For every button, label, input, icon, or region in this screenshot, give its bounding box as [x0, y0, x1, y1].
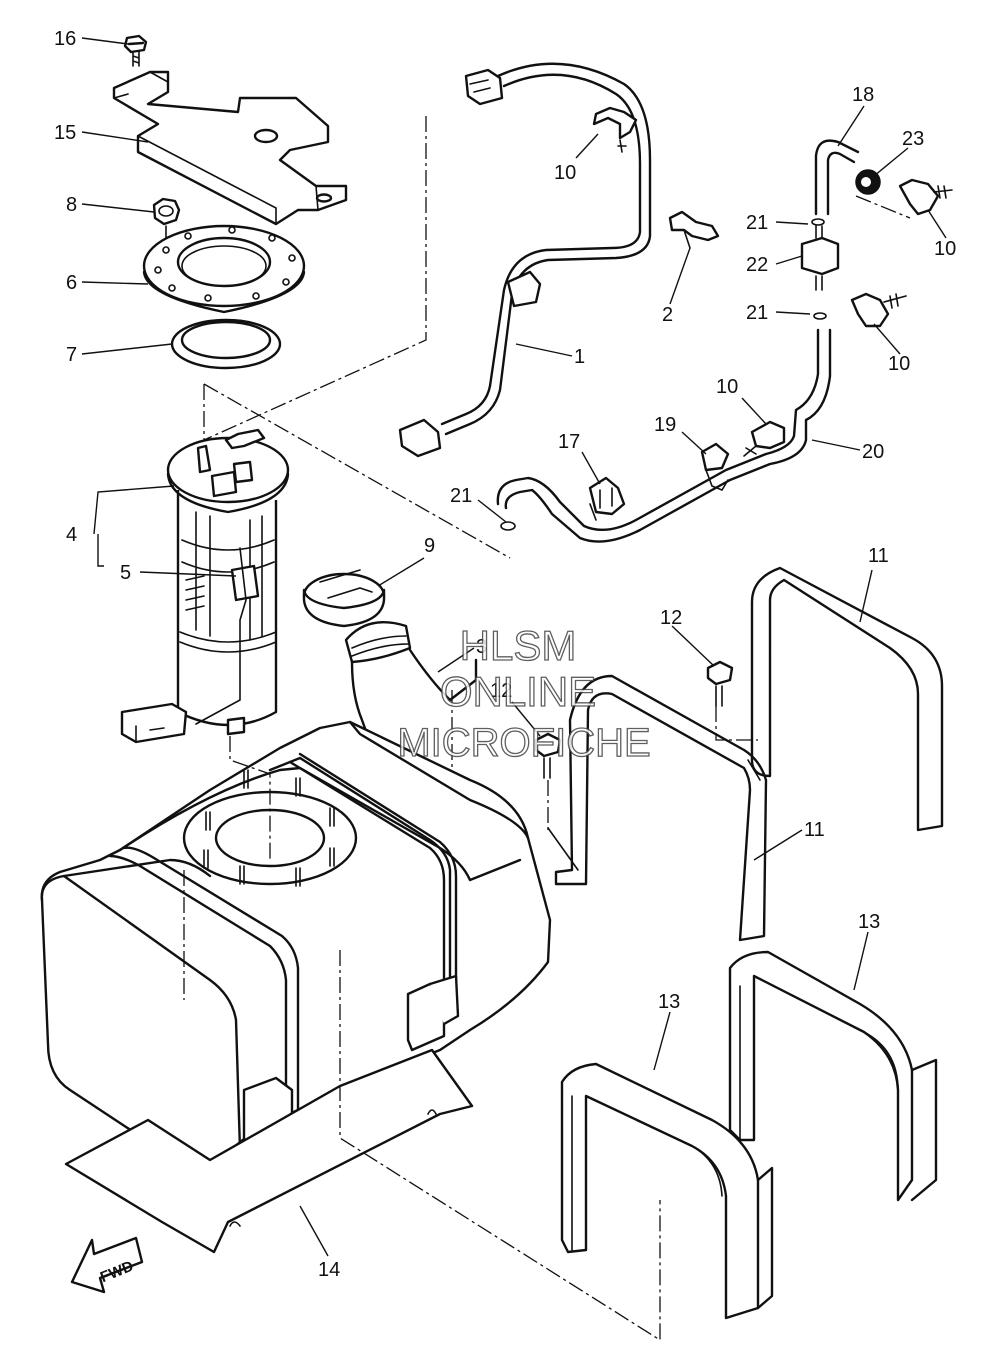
part-3-filler-neck [344, 621, 478, 750]
part-19-clamp [700, 442, 730, 491]
callout-23: 23 [902, 128, 924, 150]
part-10-clamp-right-b [850, 292, 907, 328]
callout-21-middle: 21 [746, 302, 768, 324]
callout-5: 5 [120, 562, 131, 584]
part-20-breather-hose [496, 328, 832, 543]
callout-8: 8 [66, 194, 77, 216]
callout-14: 14 [318, 1259, 340, 1281]
callout-10-right-a: 10 [934, 238, 956, 260]
part-10-clamp-right-a [898, 178, 953, 216]
callout-11-left: 11 [804, 819, 825, 841]
callout-10-lower: 10 [716, 376, 738, 398]
part-18-breather-hose [814, 139, 860, 216]
callout-10-right-b: 10 [888, 353, 910, 375]
part-11-strap-left [547, 674, 768, 942]
callout-22: 22 [746, 254, 768, 276]
part-16-bolt [123, 34, 148, 67]
forward-direction-arrow: FWD [70, 1236, 144, 1294]
alignment-lines [183, 116, 911, 1342]
callout-4: 4 [66, 524, 77, 546]
part-21-clip-lower [500, 521, 516, 531]
part-2-clip [668, 210, 720, 249]
part-1-fuel-hose [398, 62, 652, 458]
callout-10: 10 [554, 162, 576, 184]
part-21-clip-middle [813, 312, 827, 320]
callout-13-right: 13 [858, 911, 880, 933]
watermark: HLSM ONLINE MICROFICHE [397, 621, 652, 765]
part-9-fuel-cap [302, 569, 386, 628]
part-12-bolt-left [534, 732, 562, 779]
callout-11-right: 11 [868, 545, 889, 567]
part-10-clamp-top [592, 106, 638, 153]
watermark-line-2: ONLINE [440, 668, 596, 715]
callout-7: 7 [66, 344, 77, 366]
part-4-fuel-pump-assembly [120, 428, 290, 744]
callout-3: 3 [476, 636, 487, 658]
part-13-pad-left [560, 1062, 774, 1320]
part-7-gasket [170, 318, 282, 370]
fuel-tank [40, 720, 552, 1168]
callout-21-upper: 21 [746, 212, 768, 234]
part-15-bracket [112, 70, 348, 226]
watermark-line-3: MICROFICHE [397, 721, 650, 765]
part-12-bolt-right [706, 660, 734, 707]
callout-12-left: 12 [490, 680, 512, 702]
part-22-valve [800, 225, 840, 291]
part-13-pad-right [728, 950, 938, 1202]
callout-21-lower: 21 [450, 485, 472, 507]
leader-lines [81, 37, 947, 1257]
part-11-strap-right [747, 566, 944, 832]
callout-6: 6 [66, 272, 77, 294]
part-21-clip-upper [811, 218, 825, 226]
callout-15: 15 [54, 122, 76, 144]
callout-13-left: 13 [658, 991, 680, 1013]
part-17-clamp [588, 476, 626, 521]
part-8-nut [152, 197, 181, 247]
callout-1: 1 [574, 346, 585, 368]
callout-20: 20 [862, 441, 884, 463]
callout-12-right: 12 [660, 607, 682, 629]
callout-9: 9 [424, 535, 435, 557]
part-10-clamp-lower [743, 420, 786, 457]
callout-19: 19 [654, 414, 676, 436]
callout-18: 18 [852, 84, 874, 106]
callout-16: 16 [54, 28, 76, 50]
watermark-line-1: HLSM [460, 622, 577, 669]
part-14-base-plate [64, 1048, 474, 1254]
callout-2: 2 [662, 304, 673, 326]
callout-17: 17 [558, 431, 580, 453]
part-6-flange [142, 224, 306, 314]
